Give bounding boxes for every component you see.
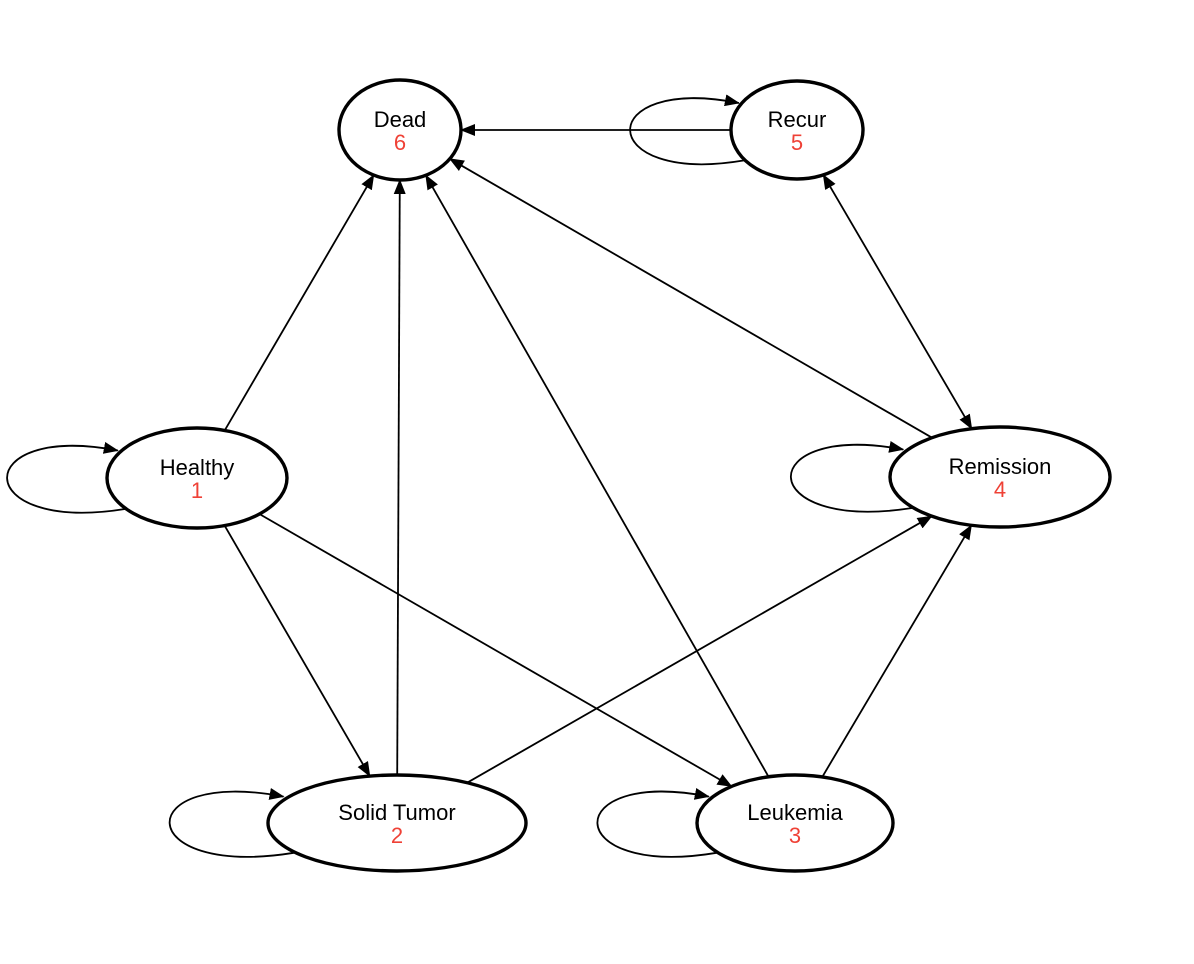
node-remission-ellipse	[888, 425, 1112, 529]
node-healthy-number: 1	[191, 478, 203, 503]
node-recur-number: 5	[791, 130, 803, 155]
node-dead-ellipse	[337, 78, 463, 182]
node-remission-number: 4	[994, 477, 1006, 502]
node-leukemia-label: Leukemia	[747, 800, 843, 825]
self-loops-layer	[6, 94, 913, 858]
edge-solid-tumor-remission-arrow	[466, 515, 933, 784]
edge-remission-dead-arrow	[448, 158, 933, 439]
self-loop-leukemia-arrow	[596, 788, 717, 858]
self-loop-recur-arrow	[629, 94, 745, 166]
self-loop-solid-tumor-arrow	[168, 788, 294, 858]
node-remission-label: Remission	[949, 454, 1052, 479]
node-dead-number: 6	[394, 130, 406, 155]
self-loop-healthy-arrow	[6, 441, 126, 514]
node-dead-label: Dead	[374, 107, 427, 132]
edge-solid-tumor-dead-arrow	[393, 179, 406, 776]
node-recur-label: Recur	[768, 107, 827, 132]
node-leukemia-ellipse	[695, 773, 895, 873]
edge-recur-remission-arrow	[822, 174, 973, 430]
node-solid-tumor-ellipse	[266, 773, 528, 873]
node-healthy-label: Healthy	[160, 455, 235, 480]
self-loop-remission-arrow	[790, 441, 913, 513]
edge-healthy-leukemia-arrow	[258, 513, 733, 788]
edge-healthy-solid-tumor-arrow	[223, 525, 371, 777]
edge-healthy-dead-arrow	[223, 174, 375, 431]
node-recur-ellipse	[729, 79, 865, 181]
node-healthy-ellipse	[105, 426, 289, 530]
edge-leukemia-remission-arrow	[821, 524, 973, 778]
edge-leukemia-dead-arrow	[425, 174, 770, 778]
node-solid-tumor-label: Solid Tumor	[338, 800, 455, 825]
node-leukemia-number: 3	[789, 823, 801, 848]
edges-layer	[223, 124, 973, 788]
node-solid-tumor-number: 2	[391, 823, 403, 848]
